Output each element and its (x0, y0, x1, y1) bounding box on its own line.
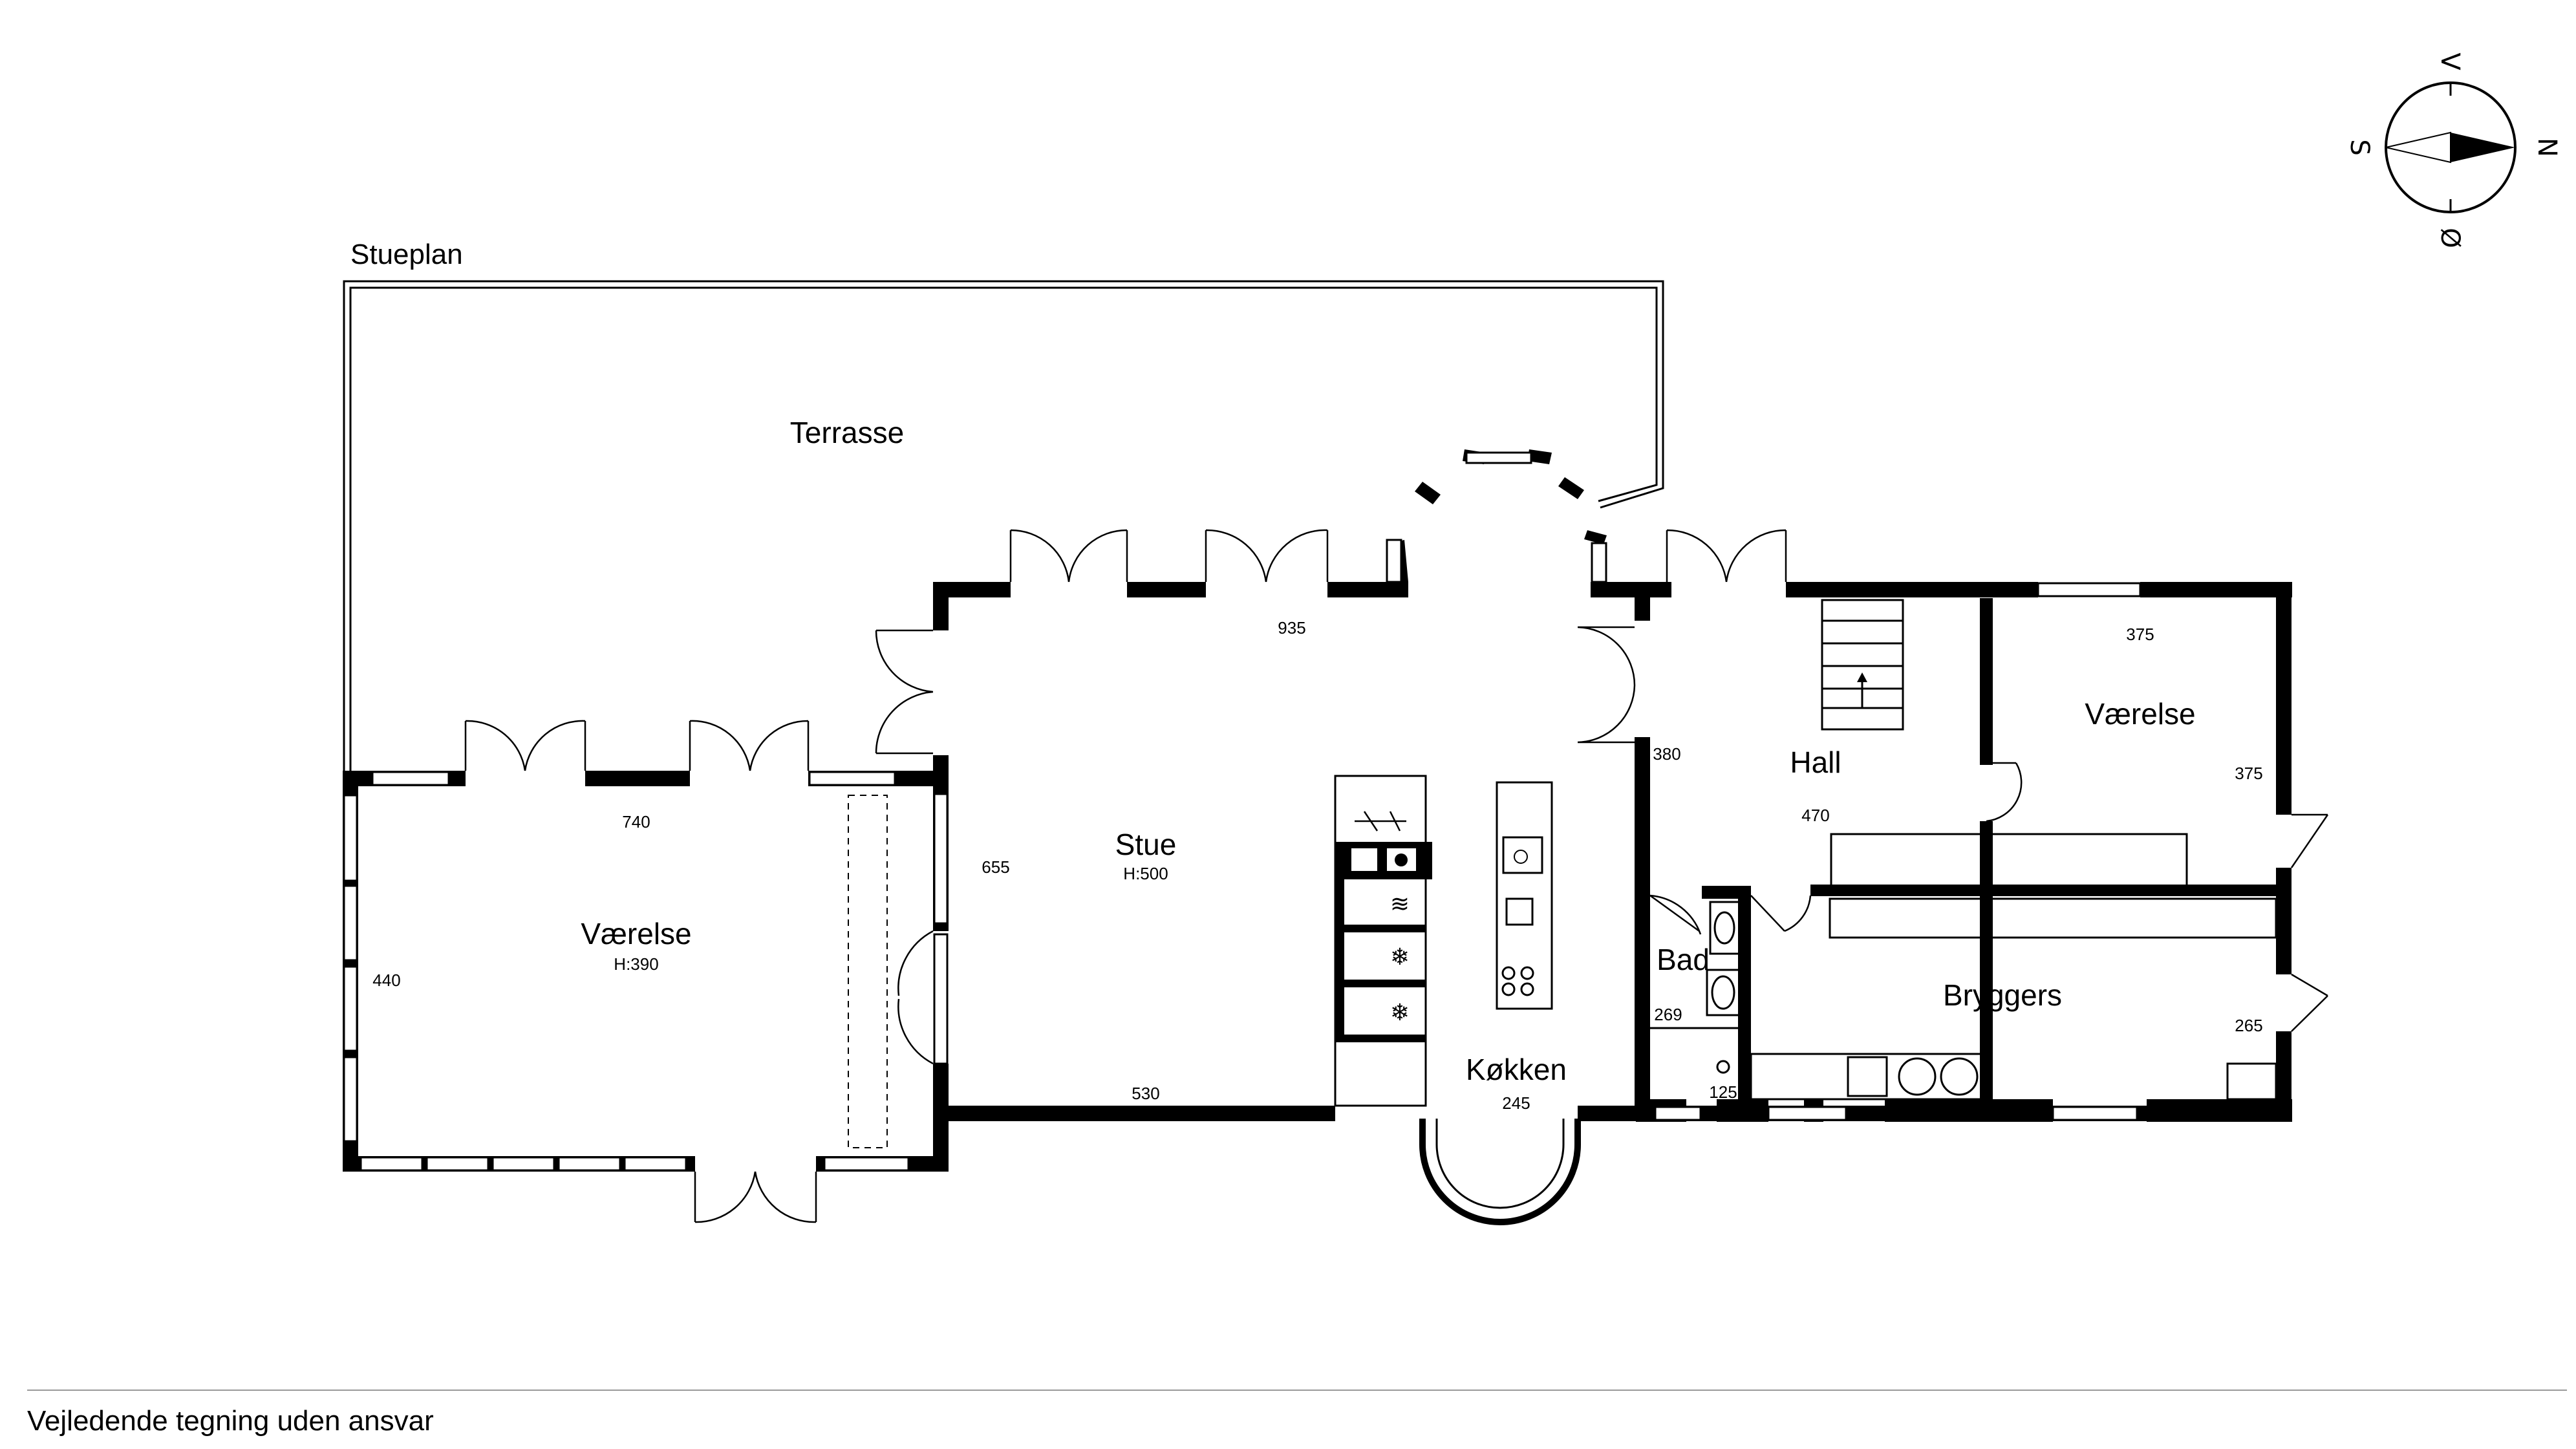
dim-stue-bottom: 530 (1132, 1084, 1159, 1103)
dim-bad-side: 269 (1654, 1005, 1682, 1024)
compass-east-label: Ø (2435, 228, 2465, 248)
dim-vaerelse-left-width: 740 (622, 812, 650, 832)
compass-north-label: N (2532, 138, 2562, 157)
compass-west-label: V (2435, 52, 2465, 70)
svg-text:❄: ❄ (1390, 944, 1410, 971)
dim-hall-width: 470 (1801, 806, 1829, 825)
compass-south-label: S (2345, 139, 2374, 155)
dim-stue-left: 655 (982, 857, 1009, 877)
room-label-vaerelse-left: Værelse (581, 917, 691, 950)
dim-vaerelse-left-depth: 440 (372, 971, 400, 990)
svg-text:❄: ❄ (1390, 1000, 1410, 1026)
svg-text:≋: ≋ (1390, 891, 1410, 918)
dim-kokken-width: 245 (1502, 1093, 1530, 1113)
room-height-stue: H:500 (1123, 864, 1168, 883)
room-label-terrasse: Terrasse (790, 416, 904, 449)
bathroom-fixtures (1650, 901, 1741, 1074)
utility-fixtures (1750, 833, 2277, 1100)
dim-hall-left: 380 (1653, 744, 1680, 764)
room-label-bad: Bad (1657, 943, 1710, 976)
room-label-vaerelse-right: Værelse (2085, 697, 2195, 731)
dim-stue-top: 935 (1278, 618, 1305, 638)
windows (343, 451, 2141, 1172)
doors (464, 529, 2329, 1223)
wardrobe (848, 795, 888, 1148)
kitchen-bay (1419, 1119, 1581, 1225)
compass-south-arrow (2385, 131, 2451, 164)
room-height-vaerelse-left: H:390 (614, 954, 658, 974)
kitchen-units: ≋ ❄ ❄ (1334, 775, 1553, 1107)
plan-title: Stueplan (350, 239, 463, 270)
disclaimer-text: Vejledende tegning uden ansvar (27, 1405, 434, 1437)
compass: N S V Ø (2345, 52, 2562, 248)
room-label-bryggers: Bryggers (1943, 978, 2062, 1012)
dim-bad-bottom: 125 (1709, 1082, 1737, 1102)
dim-bryggers-side: 265 (2235, 1016, 2262, 1035)
room-label-hall: Hall (1790, 746, 1841, 779)
compass-north-arrow (2451, 133, 2515, 162)
walls (343, 449, 2292, 1172)
dim-vaerelse-right-side: 375 (2235, 764, 2262, 783)
room-label-stue: Stue (1115, 828, 1177, 861)
dim-vaerelse-right-top: 375 (2126, 625, 2154, 644)
room-label-kokken: Køkken (1466, 1053, 1567, 1086)
terrace-outline (343, 280, 1664, 773)
